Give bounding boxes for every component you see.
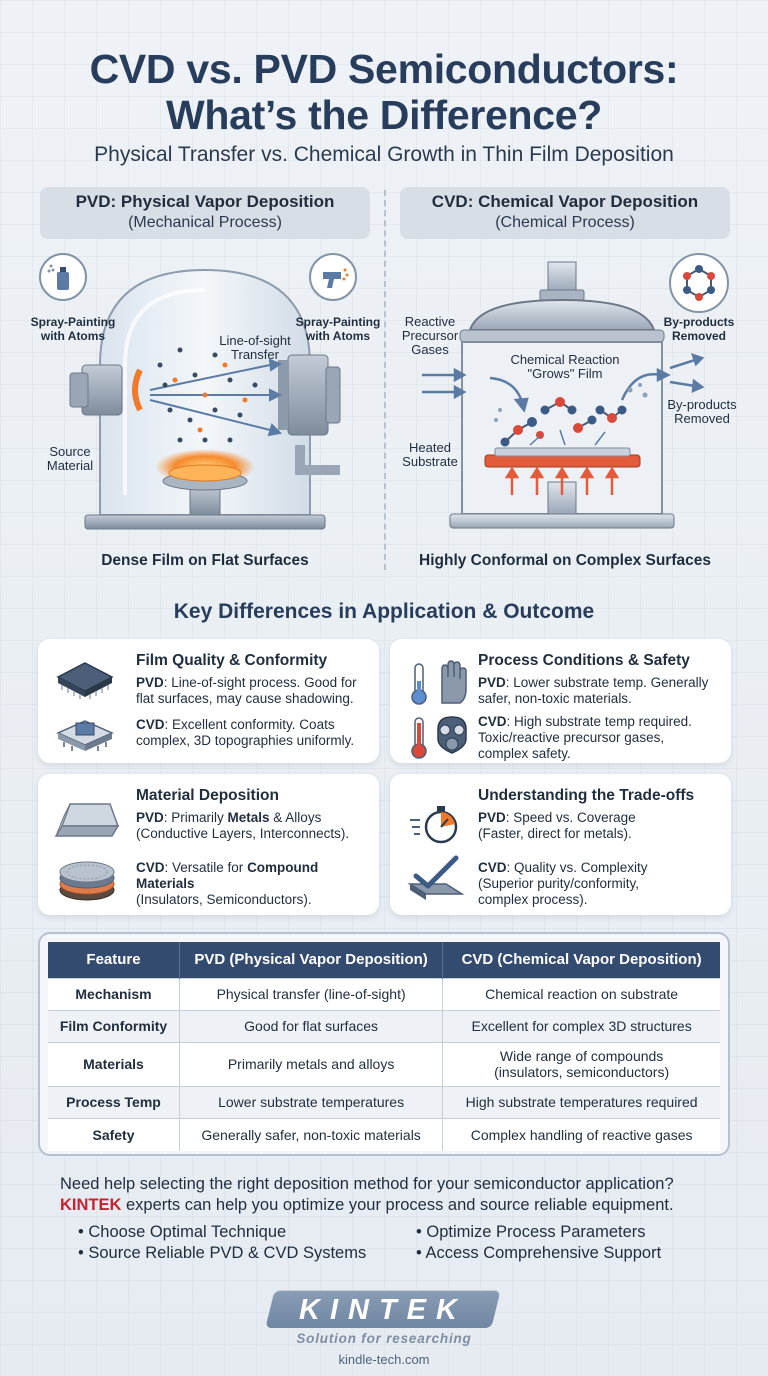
cvd-gases-label: Reactive Precursor Gases: [401, 314, 459, 357]
card-title: Understanding the Trade-offs: [478, 787, 695, 804]
card-process-conditions: Process Conditions & Safety PVD: Lower s…: [390, 639, 731, 763]
kintek-logo: KINTEK: [299, 1294, 467, 1326]
spray-can-icon: [39, 253, 87, 301]
comparison-table: Feature PVD (Physical Vapor Deposition) …: [48, 942, 720, 1151]
table-cell-feature: Process Temp: [48, 1085, 180, 1118]
pvd-source-label: Source Material: [46, 444, 94, 473]
cta-bullet: • Optimize Process Parameters: [416, 1223, 646, 1241]
table-cell-cvd: High substrate temperatures required: [442, 1085, 720, 1118]
table-cell-feature: Film Conformity: [48, 1009, 180, 1042]
microchip-icon: [56, 662, 114, 699]
website-link[interactable]: kindle-tech.com: [338, 1352, 430, 1367]
table-header-cvd: CVD (Chemical Vapor Deposition): [442, 942, 720, 978]
table-header-pvd: PVD (Physical Vapor Deposition): [179, 942, 444, 978]
card-cvd-text: CVD: High substrate temp required. Toxic…: [478, 714, 692, 761]
card-trade-offs: Understanding the Trade-offs PVD: Speed …: [390, 774, 731, 915]
gas-mask-icon: [437, 716, 467, 754]
card-title: Process Conditions & Safety: [478, 652, 690, 669]
stopwatch-icon: [410, 806, 458, 844]
table-cell-feature: Mechanism: [48, 977, 180, 1010]
table-row: Safety Generally safer, non-toxic materi…: [48, 1117, 720, 1151]
pvd-spray-label-right: Spray-Painting with Atoms: [295, 315, 381, 343]
card-cvd-text: CVD: Versatile for Compound Materials (I…: [136, 860, 319, 907]
cta-bullet: • Choose Optimal Technique: [78, 1223, 287, 1241]
table-header-row: Feature PVD (Physical Vapor Deposition) …: [48, 942, 720, 978]
molecule-icon: [669, 253, 729, 313]
table-cell-feature: Materials: [48, 1041, 180, 1086]
cvd-panel-heading: CVD: Chemical Vapor Deposition (Chemical…: [400, 187, 730, 239]
table-cell-pvd: Lower substrate temperatures: [179, 1085, 444, 1118]
card-cvd-text: CVD: Quality vs. Complexity (Superior pu…: [478, 860, 648, 907]
cvd-byproducts-label-mid: By-products Removed: [667, 397, 737, 426]
quality-check-icon: [407, 855, 465, 900]
pvd-chamber-illustration: [69, 268, 341, 530]
table-row: Process Temp Lower substrate temperature…: [48, 1085, 720, 1118]
glove-icon: [441, 660, 467, 704]
cta-bullet: • Access Comprehensive Support: [416, 1244, 662, 1262]
pvd-panel-heading: PVD: Physical Vapor Deposition (Mechanic…: [40, 187, 370, 239]
pvd-transfer-label: Line-of-sight Transfer: [219, 333, 291, 362]
comparison-table-container: Feature PVD (Physical Vapor Deposition) …: [38, 932, 730, 1156]
card-pvd-text: PVD: Line-of-sight process. Good for fla…: [136, 675, 357, 706]
pvd-spray-label-left: Spray-Painting with Atoms: [30, 315, 116, 343]
3d-chip-icon: [56, 720, 114, 751]
cvd-caption: Highly Conformal on Complex Surfaces: [419, 552, 711, 569]
card-cvd-text: CVD: Excellent conformity. Coats complex…: [136, 717, 355, 748]
table-row: Mechanism Physical transfer (line-of-sig…: [48, 977, 720, 1010]
cvd-reaction-label: Chemical Reaction "Grows" Film: [510, 352, 620, 381]
card-pvd-text: PVD: Primarily Metals & Alloys (Conducti…: [136, 810, 350, 841]
logo-tagline: Solution for researching: [296, 1331, 472, 1346]
thermometer-cold-icon: [411, 663, 427, 705]
table-cell-cvd: Wide range of compounds (insulators, sem…: [442, 1041, 720, 1086]
cta-bullet: • Source Reliable PVD & CVD Systems: [78, 1244, 367, 1262]
table-cell-feature: Safety: [48, 1117, 180, 1151]
cvd-chamber-illustration: [422, 261, 705, 529]
wafer-stack-icon: [59, 861, 115, 901]
key-differences-title: Key Differences in Application & Outcome: [173, 600, 595, 623]
page-subtitle: Physical Transfer vs. Chemical Growth in…: [94, 143, 674, 166]
pvd-caption: Dense Film on Flat Surfaces: [101, 552, 309, 569]
table-cell-cvd: Chemical reaction on substrate: [442, 977, 720, 1010]
cvd-byproducts-label-top: By-products Removed: [663, 315, 735, 343]
card-title: Film Quality & Conformity: [136, 652, 328, 669]
table-cell-pvd: Good for flat surfaces: [179, 1009, 444, 1042]
table-cell-pvd: Generally safer, non-toxic materials: [179, 1117, 444, 1151]
cvd-substrate-label: Heated Substrate: [402, 440, 458, 469]
brand-name: KINTEK: [60, 1196, 122, 1214]
card-film-quality: Film Quality & Conformity PVD: Line-of-s…: [38, 639, 379, 763]
cta-pitch: KINTEK experts can help you optimize you…: [60, 1196, 674, 1214]
card-pvd-text: PVD: Speed vs. Coverage (Faster, direct …: [478, 810, 636, 841]
table-cell-pvd: Physical transfer (line-of-sight): [179, 977, 444, 1010]
table-cell-cvd: Excellent for complex 3D structures: [442, 1009, 720, 1042]
thermometer-hot-icon: [411, 717, 427, 759]
spray-gun-icon: [309, 253, 357, 301]
card-material-deposition: Material Deposition PVD: Primarily Metal…: [38, 774, 379, 915]
panel-divider: [384, 190, 386, 570]
table-cell-pvd: Primarily metals and alloys: [179, 1041, 444, 1086]
card-pvd-text: PVD: Lower substrate temp. Generally saf…: [478, 675, 709, 706]
table-row: Film Conformity Good for flat surfaces E…: [48, 1009, 720, 1042]
table-row: Materials Primarily metals and alloys Wi…: [48, 1041, 720, 1086]
table-header-feature: Feature: [48, 942, 180, 978]
table-cell-cvd: Complex handling of reactive gases: [442, 1117, 720, 1151]
card-title: Material Deposition: [136, 787, 279, 804]
metal-ingot-icon: [54, 803, 120, 837]
cta-question: Need help selecting the right deposition…: [60, 1175, 674, 1193]
page-title: CVD vs. PVD Semiconductors: What’s the D…: [89, 46, 679, 138]
